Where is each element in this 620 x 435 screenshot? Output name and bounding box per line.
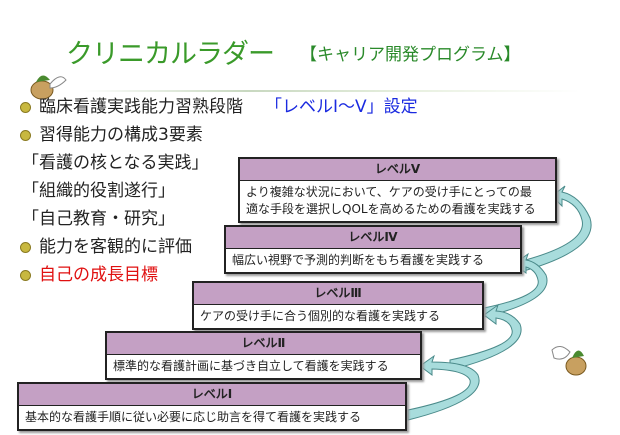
bullet-icon <box>20 101 31 113</box>
level-4-box: レベルⅣ 幅広い視野で予測的判断をもち看護を実践する <box>224 225 522 274</box>
description-line: 適な手段を選択しQOLを高めるための看護を実践する <box>246 202 536 216</box>
element-item: 「組織的役割遂行」 <box>22 181 175 201</box>
dove-basket-icon <box>30 75 67 100</box>
bullet-item: 習得能力の構成3要素 <box>20 120 203 145</box>
bullet-icon <box>20 129 31 141</box>
slide-subtitle: 【キャリア開発プログラム】 <box>300 45 521 65</box>
bullet-item: 臨床看護実践能力習熟段階 「レベルⅠ～Ⅴ」設定 <box>20 92 418 117</box>
bullet-text: 習得能力の構成3要素 <box>39 125 203 145</box>
element-item: 「看護の核となる実践」 <box>22 153 209 173</box>
bullet-item: 能力を客観的に評価 <box>20 232 192 257</box>
bullet-icon <box>20 269 31 281</box>
level-3-box: レベルⅢ ケアの受け手に合う個別的な看護を実践する <box>192 281 484 330</box>
level-header: レベルⅢ <box>194 283 482 305</box>
dove-basket-icon <box>551 346 587 376</box>
level-description: より複雑な状況において、ケアの受け手にとっての最適な手段を選択しQOLを高めるた… <box>240 181 555 221</box>
level-range-text: 「レベルⅠ～Ⅴ」設定 <box>265 97 418 117</box>
bullet-text: 能力を客観的に評価 <box>39 237 192 257</box>
description-line: より複雑な状況において、ケアの受け手にとっての最 <box>246 185 532 199</box>
arrow-icon <box>407 354 480 421</box>
level-1-box: レベルⅠ 基本的な看護手順に従い必要に応じ助言を得て看護を実践する <box>17 382 407 431</box>
level-description: 標準的な看護計画に基づき自立して看護を実践する <box>113 359 389 373</box>
level-header: レベルⅤ <box>240 159 555 181</box>
slide-title: クリニカルラダー <box>66 39 275 70</box>
level-header: レベルⅣ <box>226 227 520 249</box>
level-header: レベルⅠ <box>19 384 405 406</box>
element-item: 「自己教育・研究」 <box>22 209 175 229</box>
level-description: 基本的な看護手順に従い必要に応じ助言を得て看護を実践する <box>25 410 362 424</box>
level-header: レベルⅡ <box>107 333 420 355</box>
level-description: ケアの受け手に合う個別的な看護を実践する <box>200 309 441 323</box>
bullet-text: 自己の成長目標 <box>39 265 158 285</box>
bullet-item: 自己の成長目標 <box>20 260 158 285</box>
bullet-icon <box>20 241 31 253</box>
level-2-box: レベルⅡ 標準的な看護計画に基づき自立して看護を実践する <box>105 331 422 380</box>
bullet-text: 臨床看護実践能力習熟段階 <box>39 97 243 117</box>
level-description: 幅広い視野で予測的判断をもち看護を実践する <box>232 253 485 267</box>
title-divider <box>80 90 580 92</box>
